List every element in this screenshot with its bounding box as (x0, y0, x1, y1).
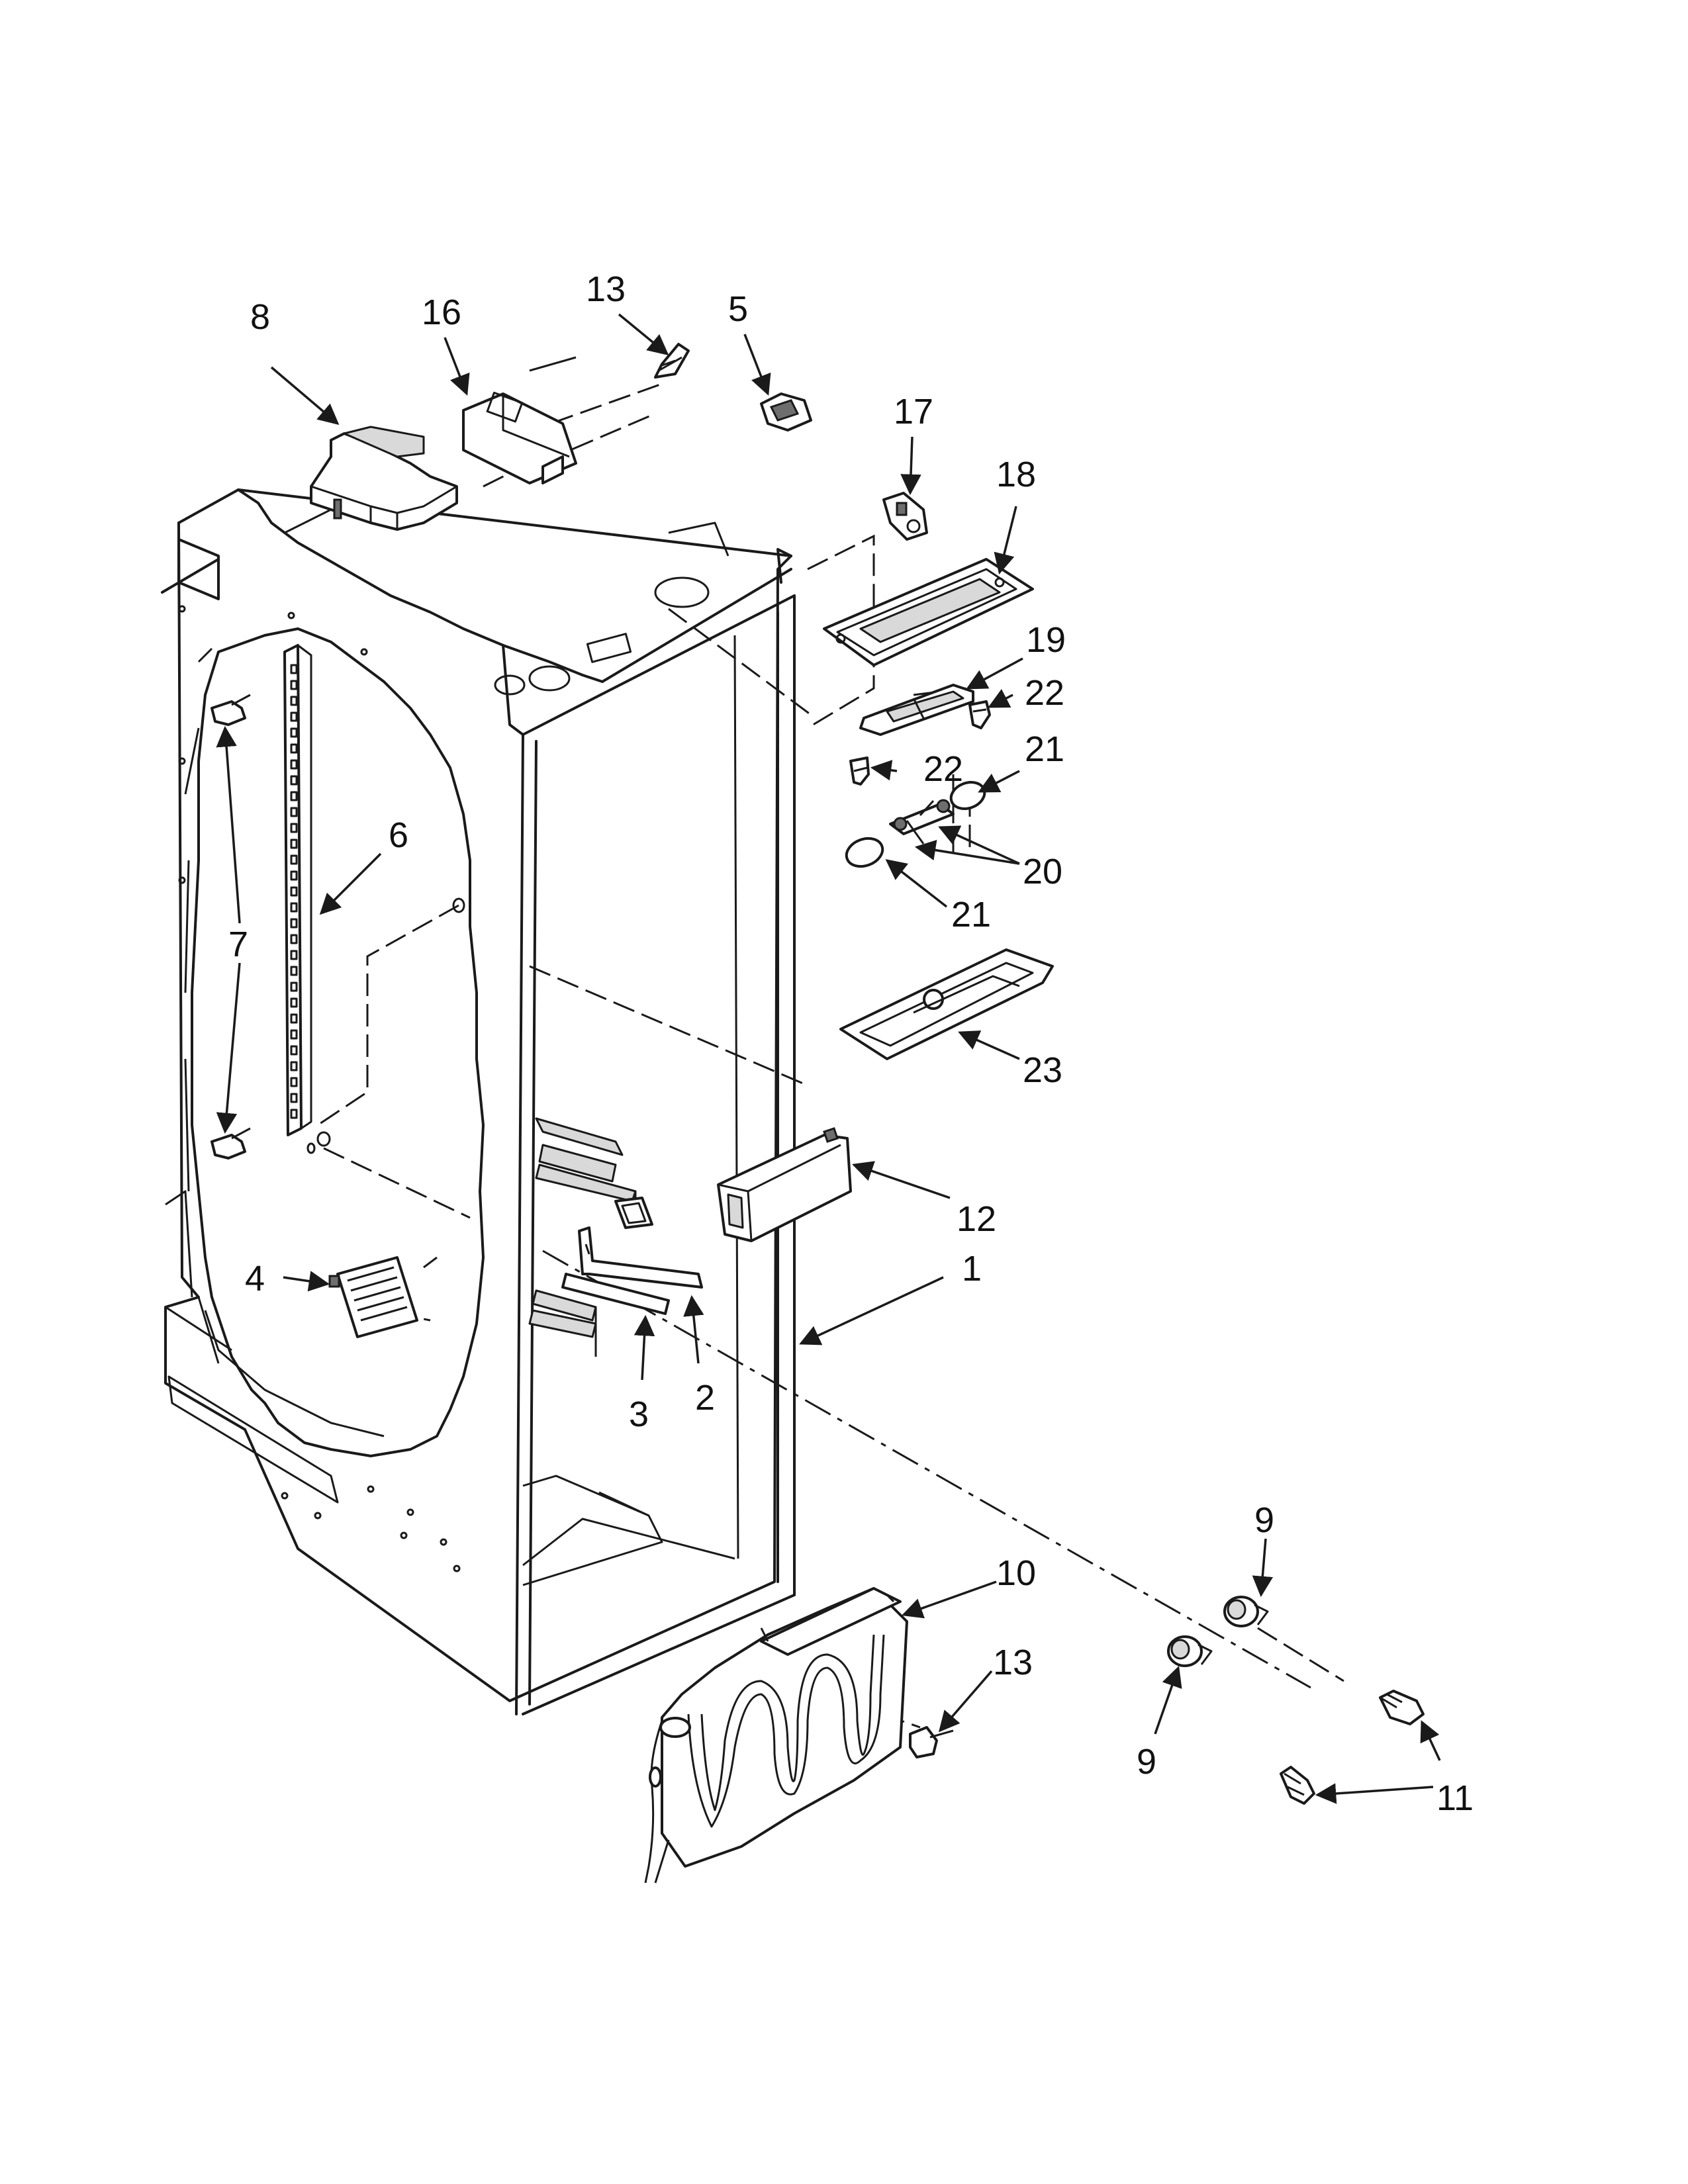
ladder-slot (290, 743, 298, 754)
part-7-screw-upper (211, 694, 251, 726)
callout-21-lower: 21 (951, 895, 991, 934)
ladder-slot (290, 854, 298, 865)
part-16-bracket (462, 356, 577, 484)
part-3-bracket (561, 1273, 670, 1315)
ladder-slot (290, 1061, 298, 1071)
callout-13-lower: 13 (993, 1643, 1033, 1682)
ladder-slot (290, 775, 298, 786)
callout-20: 20 (1023, 852, 1062, 891)
part-10-evaporator-coil (644, 1587, 908, 1884)
callout-3: 3 (629, 1394, 649, 1434)
part-4-vent (328, 1256, 418, 1338)
callout-8: 8 (250, 297, 270, 337)
part-11-pin-upper (1379, 1690, 1425, 1725)
part-11-pin-lower (1280, 1766, 1315, 1805)
ladder-slot (290, 1093, 298, 1103)
callout-9-lower: 9 (1137, 1742, 1156, 1782)
ladder-slot (290, 886, 298, 897)
leader-lines (216, 313, 1441, 1804)
cabinet-liner (161, 488, 796, 1715)
part-22-screw-right (968, 700, 991, 729)
callout-12: 12 (957, 1199, 996, 1239)
part-9-grommet-lower (1167, 1635, 1213, 1667)
part-13-screw-lower (909, 1726, 954, 1758)
ladder-slot (290, 839, 298, 849)
callout-23: 23 (1023, 1050, 1062, 1090)
ladder-slot (290, 807, 298, 817)
ladder-slot (290, 1077, 298, 1087)
support-hole-markers (306, 897, 465, 1154)
part-small-square-bracket (614, 1197, 653, 1229)
ladder-slot (290, 1045, 298, 1056)
ladder-slot (290, 950, 298, 960)
callout-5: 5 (728, 289, 748, 329)
callout-18: 18 (996, 455, 1036, 494)
ladder-slot (290, 680, 298, 690)
ladder-slot (290, 791, 298, 801)
callout-19: 19 (1026, 620, 1066, 660)
part-5-clip (760, 392, 812, 432)
callout-13-top: 13 (586, 269, 626, 309)
part-17-switch (882, 492, 928, 541)
ladder-slot (290, 727, 298, 738)
part-21-bulb-lower (845, 837, 884, 868)
part-22-screw-left (849, 756, 870, 786)
ladder-slot (290, 981, 298, 992)
part-9-grommet-upper (1223, 1596, 1269, 1627)
callout-22-right: 22 (1025, 673, 1064, 713)
part-2-bracket (578, 1226, 703, 1289)
callout-4: 4 (245, 1259, 265, 1298)
ladder-slot (290, 1109, 298, 1119)
ladder-slot (290, 759, 298, 770)
callout-7: 7 (228, 925, 248, 964)
part-19-lens (859, 684, 974, 736)
part-7-screw-lower (211, 1127, 251, 1160)
callout-11: 11 (1436, 1778, 1474, 1818)
ladder-slot (290, 1013, 298, 1024)
callout-22-left: 22 (923, 749, 963, 789)
callout-21-upper: 21 (1025, 729, 1064, 769)
ladder-slot (290, 902, 298, 913)
callout-17: 17 (894, 392, 933, 432)
part-23-light-cover (839, 948, 1054, 1060)
callout-16: 16 (422, 293, 461, 332)
ladder-slot (290, 664, 298, 674)
ladder-slot (290, 934, 298, 944)
ladder-slot (290, 918, 298, 929)
callout-2: 2 (695, 1378, 715, 1418)
callout-6: 6 (389, 815, 408, 855)
shelf-ladder-rail (283, 644, 312, 1136)
ladder-slot (290, 1029, 298, 1040)
part-12-air-duct (717, 1127, 852, 1242)
callout-10: 10 (996, 1553, 1036, 1593)
part-18-light-housing (823, 558, 1034, 666)
callout-1: 1 (962, 1249, 982, 1289)
callout-9-upper: 9 (1254, 1500, 1274, 1540)
assembly-guide-lines (317, 383, 1344, 1729)
ladder-slot (290, 711, 298, 722)
part-13-screw-top (654, 343, 690, 379)
ladder-slot (290, 997, 298, 1008)
ladder-slot (290, 823, 298, 833)
ladder-slot (290, 870, 298, 881)
ladder-slot (290, 696, 298, 706)
callout-labels: 8 16 13 5 17 18 19 22 22 21 20 21 23 6 7… (228, 269, 1474, 1818)
ladder-slot (290, 966, 298, 976)
part-20-socket-assembly (889, 799, 955, 844)
part-8-control-housing (284, 426, 458, 534)
